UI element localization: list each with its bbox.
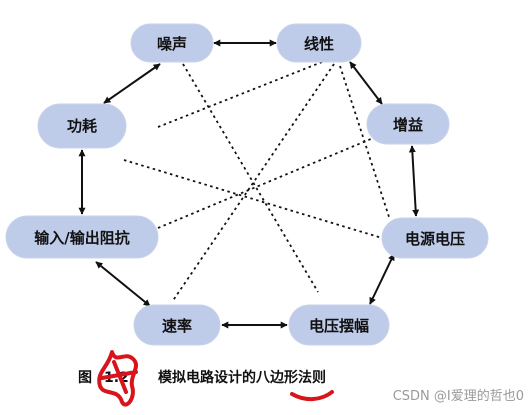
- tradeoff-power-supply: [123, 159, 383, 239]
- node-gain-label: 增益: [393, 116, 423, 134]
- red-scribble: [97, 350, 334, 407]
- arrow-speed-impedance: [95, 261, 151, 307]
- node-linearity-label: 线性: [304, 35, 334, 53]
- nodes: 噪声 线性 增益 电源电压 电压摆幅 速率 输入/输出阻抗 功耗: [5, 23, 489, 346]
- arrow-supply-swing: [369, 253, 395, 305]
- node-impedance-label: 输入/输出阻抗: [34, 229, 129, 247]
- tradeoff-linearity-power: [157, 61, 323, 128]
- node-noise-label: 噪声: [157, 35, 187, 53]
- node-supply: 电源电压: [381, 217, 489, 259]
- node-speed-label: 速率: [162, 317, 192, 335]
- node-noise: 噪声: [130, 23, 214, 63]
- node-supply-label: 电源电压: [405, 230, 465, 248]
- node-impedance: 输入/输出阻抗: [5, 215, 159, 259]
- caption-title: 模拟电路设计的八边形法则: [158, 369, 326, 386]
- arrow-power-noise: [103, 63, 161, 104]
- tradeoff-lines: [123, 61, 391, 303]
- arrow-links: [78, 39, 420, 329]
- node-speed: 速率: [133, 304, 221, 346]
- tradeoff-noise-swing: [182, 63, 319, 293]
- watermark: CSDN @I爱理的哲也0: [393, 388, 524, 404]
- arrow-linearity-gain: [349, 61, 383, 105]
- node-power-label: 功耗: [67, 117, 97, 135]
- node-linearity: 线性: [276, 23, 362, 63]
- arrow-gain-supply: [408, 145, 420, 217]
- node-power: 功耗: [37, 103, 127, 149]
- node-swing: 电压摆幅: [288, 304, 390, 346]
- tradeoff-gain-impedance: [157, 135, 379, 229]
- node-gain: 增益: [366, 103, 450, 145]
- caption-prefix: 图: [78, 370, 92, 386]
- node-swing-label: 电压摆幅: [309, 317, 369, 335]
